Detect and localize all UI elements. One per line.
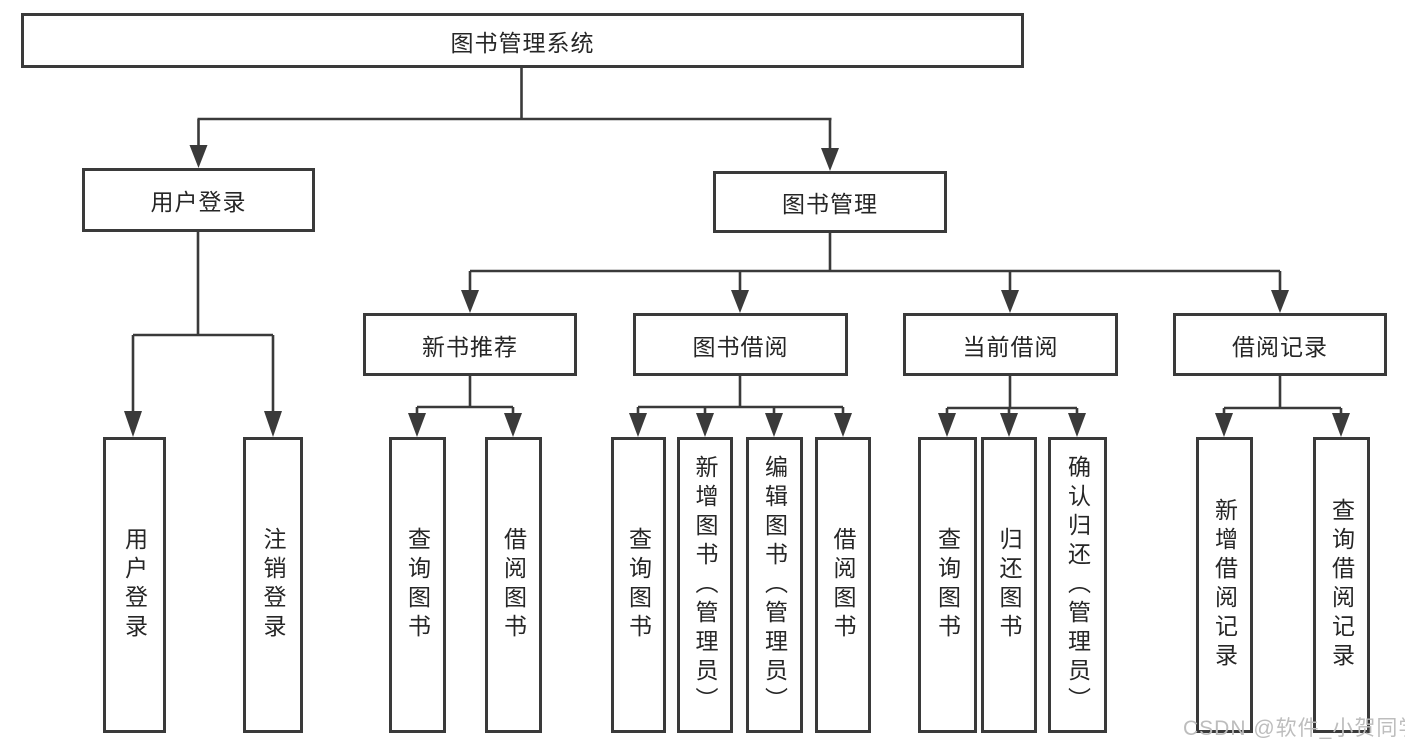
connector-currentborrow-to-leaves (938, 376, 1086, 437)
node-current-borrow: 当前借阅 (903, 313, 1118, 376)
connector-borrowrecord-to-leaves (1215, 376, 1350, 437)
node-root: 图书管理系统 (21, 13, 1024, 68)
leaf-add-borrow-record-label: 新增借阅记录 (1211, 498, 1238, 672)
leaf-add-books-admin: 新增图书（管理员） (677, 437, 733, 733)
leaf-user-login: 用户登录 (103, 437, 166, 733)
node-book-borrow: 图书借阅 (633, 313, 848, 376)
connector-newbookrec-to-leaves (408, 376, 522, 437)
node-borrow-record-label: 借阅记录 (1232, 333, 1328, 360)
leaf-edit-books-admin: 编辑图书（管理员） (746, 437, 803, 733)
node-root-label: 图书管理系统 (450, 29, 595, 56)
leaf-add-borrow-record: 新增借阅记录 (1196, 437, 1253, 733)
leaf-confirm-return-admin-label: 确认归还（管理员） (1064, 454, 1091, 716)
leaf-borrow-borrow-books-label: 借阅图书 (830, 527, 856, 643)
node-borrow-record: 借阅记录 (1173, 313, 1387, 376)
node-current-borrow-label: 当前借阅 (962, 333, 1059, 360)
leaf-query-borrow-record-label: 查询借阅记录 (1328, 498, 1355, 672)
leaf-borrow-query-books-label: 查询图书 (625, 527, 652, 643)
leaf-edit-books-admin-label: 编辑图书（管理员） (761, 454, 788, 716)
leaf-newrec-borrow-books-label: 借阅图书 (500, 527, 527, 643)
leaf-newrec-borrow-books: 借阅图书 (485, 437, 542, 733)
leaf-current-query-books: 查询图书 (918, 437, 977, 733)
leaf-newrec-query-books-label: 查询图书 (404, 527, 431, 643)
csdn-watermark: CSDN @软件_小贺同学 (1183, 717, 1405, 740)
leaf-add-books-admin-label: 新增图书（管理员） (692, 454, 718, 716)
leaf-query-borrow-record: 查询借阅记录 (1313, 437, 1370, 733)
node-book-borrow-label: 图书借阅 (692, 333, 789, 360)
leaf-logout: 注销登录 (243, 437, 303, 733)
connector-bookborrow-to-leaves (629, 376, 852, 437)
node-book-management-label: 图书管理 (782, 191, 878, 217)
leaf-user-login-label: 用户登录 (121, 527, 148, 643)
node-book-management: 图书管理 (713, 171, 947, 233)
leaf-current-query-books-label: 查询图书 (934, 527, 961, 643)
node-new-book-recommend-label: 新书推荐 (422, 333, 518, 360)
node-new-book-recommend: 新书推荐 (363, 313, 577, 376)
leaf-borrow-query-books: 查询图书 (611, 437, 666, 733)
leaf-return-books: 归还图书 (981, 437, 1037, 733)
leaf-logout-label: 注销登录 (260, 527, 286, 643)
connector-userlogin-to-leaves (124, 232, 282, 437)
leaf-return-books-label: 归还图书 (996, 527, 1022, 643)
leaf-newrec-query-books: 查询图书 (389, 437, 446, 733)
leaf-borrow-borrow-books: 借阅图书 (815, 437, 871, 733)
leaf-confirm-return-admin: 确认归还（管理员） (1048, 437, 1107, 733)
node-user-login: 用户登录 (82, 168, 315, 232)
node-user-login-label: 用户登录 (150, 189, 247, 215)
connector-bookmgmt-to-level2 (461, 233, 1289, 313)
connector-root-to-level1 (189, 68, 839, 171)
